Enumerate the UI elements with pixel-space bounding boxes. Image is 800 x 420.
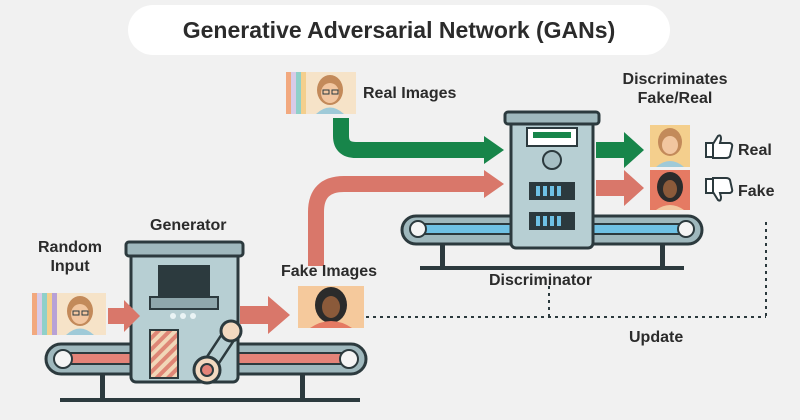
generator-label: Generator xyxy=(150,217,227,234)
fake-image-output xyxy=(298,286,364,328)
generator-to-fake-arrow xyxy=(240,296,290,334)
generator-machine xyxy=(44,240,368,402)
input-arrow xyxy=(108,300,140,332)
fake-images-label: Fake Images xyxy=(281,263,378,280)
fake-output-image xyxy=(650,170,690,210)
random-input-label: Random Input xyxy=(30,238,110,276)
discriminates-label: Discriminates Fake/Real xyxy=(610,70,740,108)
thumb-down-icon xyxy=(705,177,734,202)
real-output-arrow xyxy=(596,132,644,168)
fake-to-discriminator-arrow xyxy=(308,176,484,266)
discriminates-line-1: Discriminates xyxy=(622,71,728,88)
thumb-up-icon xyxy=(705,134,734,159)
title-text: Generative Adversarial Network (GANs) xyxy=(182,16,616,43)
real-to-discriminator-arrow xyxy=(333,118,484,158)
random-input-image xyxy=(32,293,106,335)
fake-label: Fake xyxy=(738,183,775,200)
discriminator-label: Discriminator xyxy=(489,272,593,289)
discriminator-machine xyxy=(400,110,704,270)
fake-output-arrow xyxy=(596,170,644,206)
real-images-label: Real Images xyxy=(363,85,457,102)
update-label: Update xyxy=(629,329,684,346)
random-input-line-2: Input xyxy=(50,258,90,275)
real-label: Real xyxy=(738,142,772,159)
real-images-image xyxy=(286,72,356,114)
real-output-image xyxy=(650,125,690,167)
discriminates-line-2: Fake/Real xyxy=(637,90,713,107)
update-feedback-line xyxy=(366,222,767,318)
random-input-line-1: Random xyxy=(38,239,102,256)
page-title: Generative Adversarial Network (GANs) xyxy=(128,5,670,55)
